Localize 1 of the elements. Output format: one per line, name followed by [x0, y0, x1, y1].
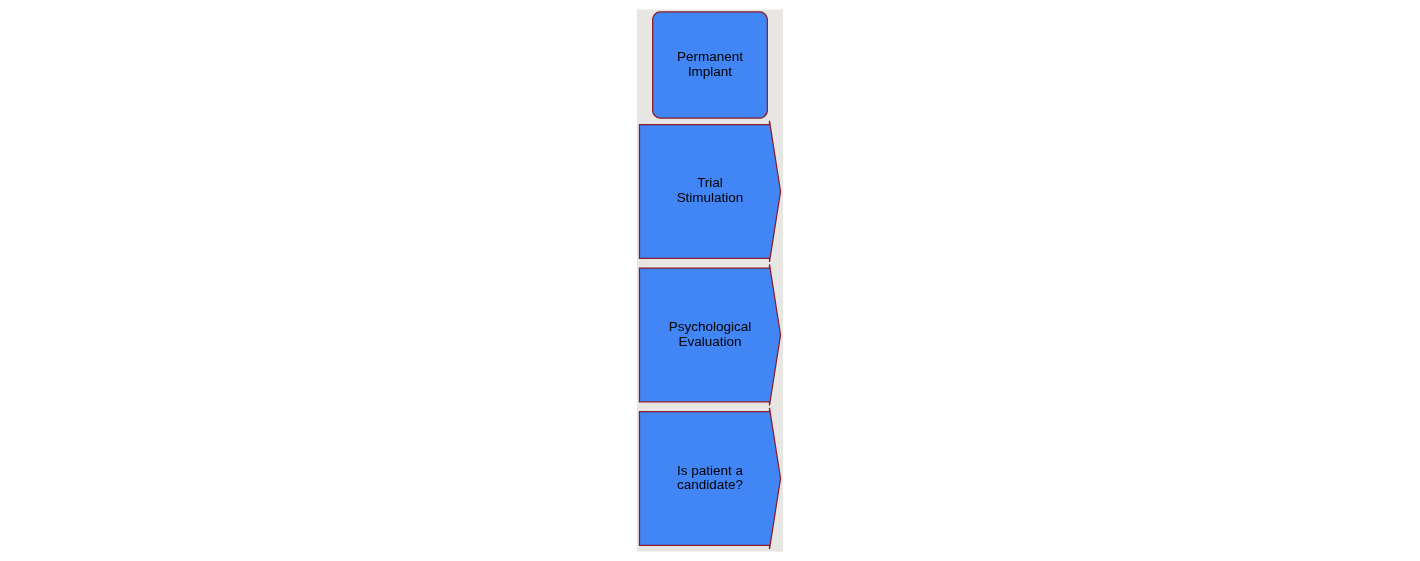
node-box: Permanent Implant	[652, 11, 768, 119]
